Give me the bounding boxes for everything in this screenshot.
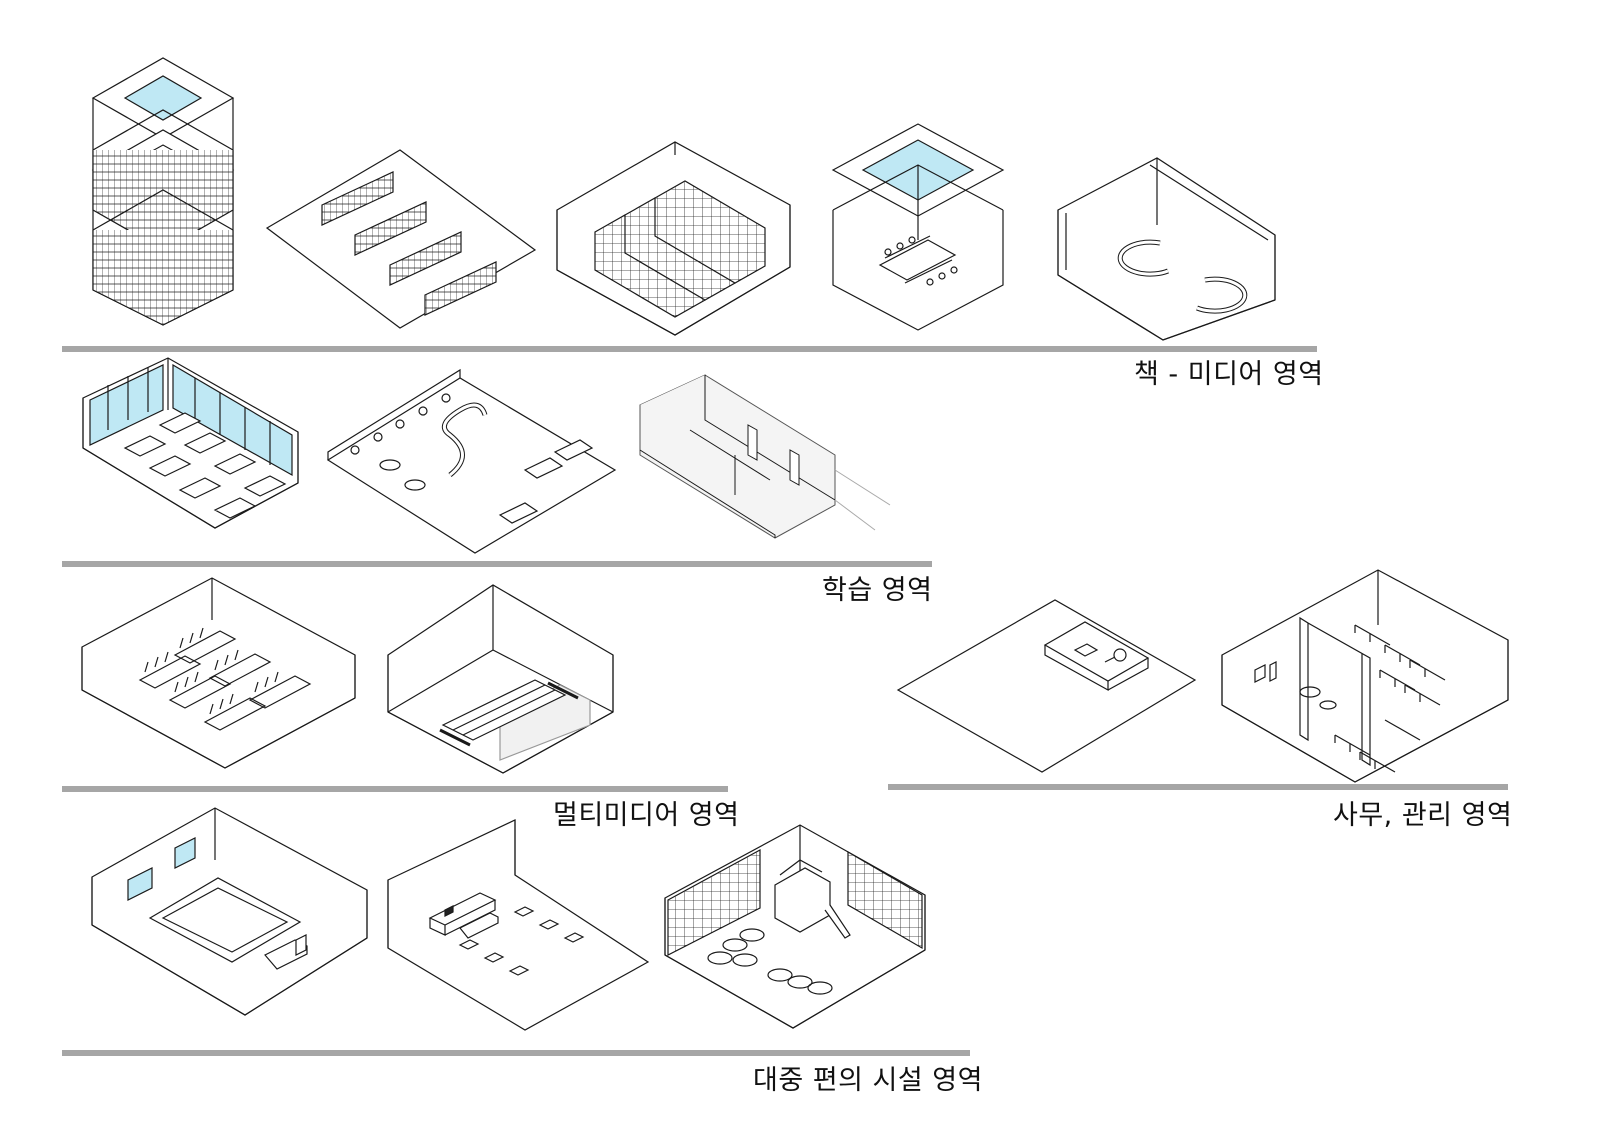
computer-room-drawing	[81, 577, 356, 769]
zone-public-drawings	[91, 807, 926, 1031]
lounge-floor-drawing	[326, 368, 617, 554]
skylight-reading-room-drawing	[831, 123, 1005, 331]
zone-study-divider	[62, 561, 932, 567]
zone-label-study: 학습 영역	[822, 575, 933, 606]
kids-room-drawing	[664, 824, 926, 1029]
zone-study-drawings	[82, 357, 891, 554]
zone-multimedia-drawings	[81, 577, 614, 774]
shelving-floor-drawing	[265, 149, 537, 329]
study-hall-drawing	[82, 357, 299, 529]
office-room-drawing	[1221, 569, 1509, 783]
zone-label-multimedia: 멀티미디어 영역	[553, 800, 740, 831]
media-lounge-drawing	[1057, 157, 1276, 341]
zone-office-divider	[888, 784, 1508, 790]
zone-office-drawings	[896, 569, 1509, 783]
book-stack-room-drawing	[556, 141, 791, 336]
zone-label-book-media: 책 - 미디어 영역	[1134, 359, 1324, 390]
conference-room-drawing	[91, 807, 368, 1016]
zone-label-office: 사무, 관리 영역	[1333, 800, 1513, 831]
zone-book-media-drawings	[91, 57, 1276, 341]
atrium-tower-drawing	[91, 57, 235, 326]
auditorium-drawing	[387, 584, 614, 774]
zone-label-public: 대중 편의 시설 영역	[753, 1065, 983, 1096]
zone-multimedia-divider	[62, 786, 728, 792]
seminar-rooms-drawing	[639, 374, 891, 539]
cafe-floor-drawing	[387, 819, 650, 1031]
zone-public-divider	[62, 1050, 970, 1056]
reception-floor-drawing	[896, 599, 1197, 773]
zone-book-media-divider	[62, 346, 1317, 352]
